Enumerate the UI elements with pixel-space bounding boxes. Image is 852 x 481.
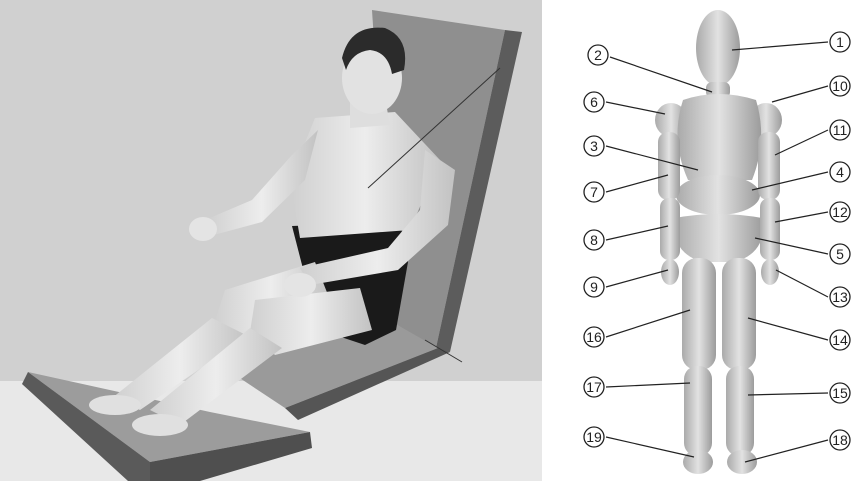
- seated-occupant-panel: [0, 0, 542, 481]
- segment-label-7: 7: [584, 182, 604, 202]
- leader-line-11: [775, 130, 828, 155]
- segment-shank-left: [684, 366, 712, 456]
- segment-label-text: 14: [832, 332, 848, 348]
- occupant-hand-left: [189, 217, 217, 241]
- segment-foot-right: [727, 450, 757, 474]
- segment-label-2: 2: [588, 45, 608, 65]
- segment-label-text: 19: [586, 429, 602, 445]
- segment-label-14: 14: [830, 330, 850, 350]
- leader-line-8: [606, 226, 668, 240]
- segment-label-18: 18: [830, 430, 850, 450]
- segment-pelvis: [674, 214, 763, 262]
- segment-hand-right: [761, 259, 779, 285]
- segment-lower-arm-left: [660, 198, 680, 260]
- segment-shank-right: [726, 366, 754, 456]
- segment-label-15: 15: [830, 383, 850, 403]
- leader-line-14: [748, 318, 828, 340]
- leader-line-1: [732, 42, 828, 50]
- segment-label-text: 8: [590, 232, 598, 248]
- occupant-hand-right: [284, 273, 316, 297]
- leader-line-10: [772, 86, 828, 102]
- segment-label-6: 6: [584, 92, 604, 112]
- occupant-foot-right: [132, 414, 188, 436]
- segment-label-text: 13: [832, 289, 848, 305]
- leader-line-18: [745, 440, 828, 462]
- segment-label-text: 3: [590, 138, 598, 154]
- leader-line-9: [606, 270, 668, 287]
- segment-label-17: 17: [584, 377, 604, 397]
- segment-foot-left: [683, 450, 713, 474]
- segment-label-text: 10: [832, 78, 848, 94]
- segment-label-text: 5: [836, 246, 844, 262]
- segment-label-10: 10: [830, 76, 850, 96]
- occupant-foot-left: [89, 395, 141, 415]
- segment-label-9: 9: [584, 277, 604, 297]
- segment-upper-arm-left: [658, 132, 680, 200]
- segment-label-text: 1: [836, 34, 844, 50]
- segment-thorax: [678, 94, 762, 180]
- segment-label-16: 16: [584, 327, 604, 347]
- leader-line-2: [610, 57, 712, 92]
- segment-label-text: 15: [832, 385, 848, 401]
- segment-head: [696, 10, 740, 86]
- leader-line-12: [775, 212, 828, 222]
- leader-line-13: [776, 270, 828, 297]
- segment-label-12: 12: [830, 202, 850, 222]
- segment-label-1: 1: [830, 32, 850, 52]
- segment-label-3: 3: [584, 136, 604, 156]
- segment-label-5: 5: [830, 244, 850, 264]
- segment-label-text: 2: [594, 47, 602, 63]
- segment-hand-left: [661, 259, 679, 285]
- segment-label-text: 7: [590, 184, 598, 200]
- leader-line-6: [606, 102, 665, 114]
- segment-label-11: 11: [830, 120, 850, 140]
- segment-thigh-left: [682, 258, 716, 370]
- segment-upper-arm-right: [758, 132, 780, 200]
- leader-line-15: [748, 393, 828, 395]
- segment-abdomen: [676, 175, 760, 215]
- segment-label-text: 6: [590, 94, 598, 110]
- segment-label-text: 12: [832, 204, 848, 220]
- segment-thigh-right: [722, 258, 756, 370]
- segment-label-text: 11: [833, 122, 848, 138]
- segment-label-8: 8: [584, 230, 604, 250]
- leader-line-16: [606, 310, 690, 337]
- segment-label-19: 19: [584, 427, 604, 447]
- segment-label-text: 9: [590, 279, 598, 295]
- segment-lower-arm-right: [760, 198, 780, 260]
- segment-label-13: 13: [830, 287, 850, 307]
- segment-label-text: 17: [586, 379, 602, 395]
- segment-label-text: 18: [832, 432, 848, 448]
- leader-line-19: [606, 437, 694, 457]
- leader-line-17: [606, 383, 690, 387]
- segment-label-text: 4: [836, 164, 844, 180]
- segment-label-text: 16: [586, 329, 602, 345]
- segment-label-4: 4: [830, 162, 850, 182]
